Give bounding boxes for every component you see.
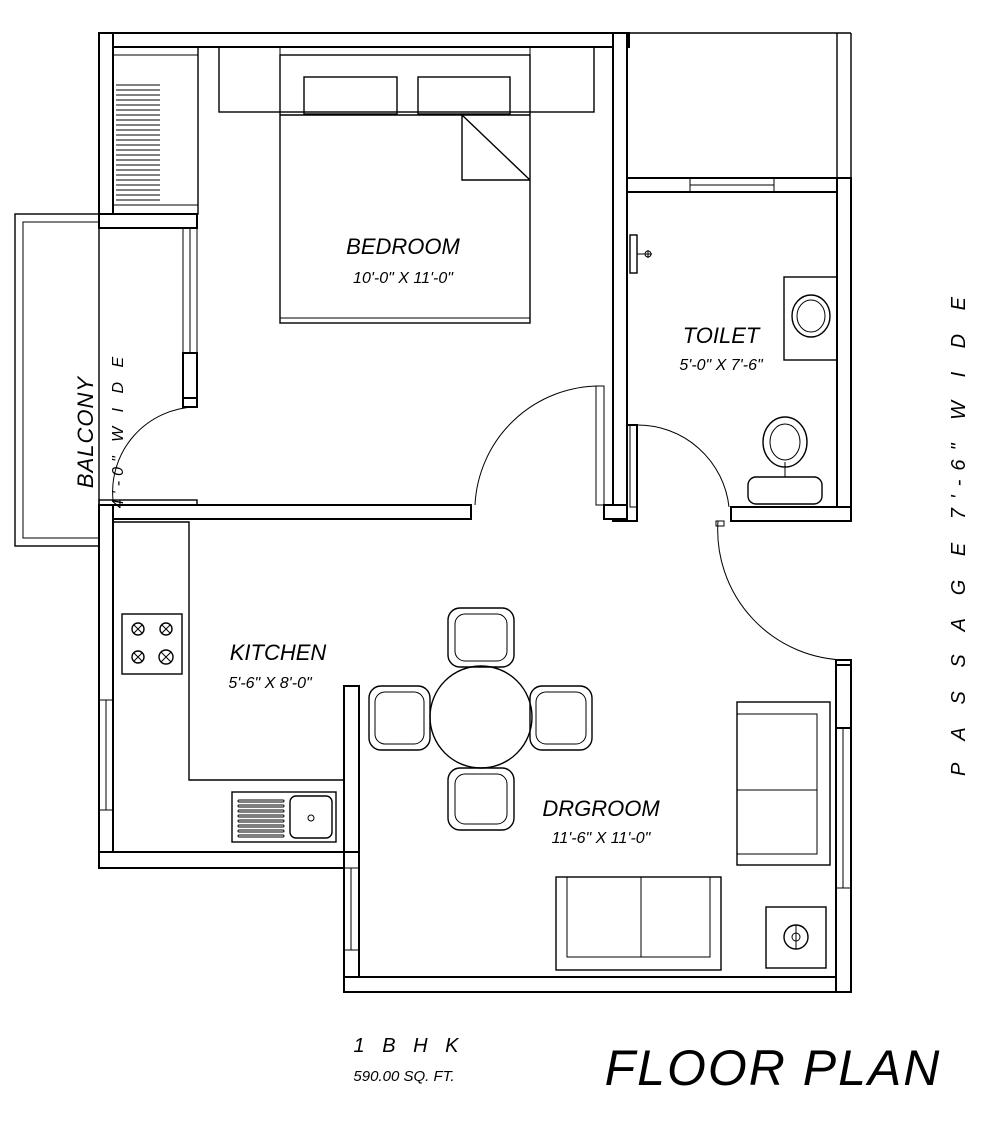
balcony-label: BALCONY [73,376,98,488]
balcony-width: 4'-0" W I D E [110,352,127,508]
balcony [14,213,198,547]
side-table [765,906,827,969]
wardrobe-shelves [116,84,160,201]
passage-label: P A S S A G E 7'-6" W I D E [948,288,970,776]
toilet-label: TOILET [683,323,761,348]
windows [98,177,852,951]
doors [112,385,849,661]
kitchen-counter [113,521,344,843]
drgroom-size: 11'-6" X 11'-0" [552,830,652,847]
toilet-fixtures [629,234,838,505]
bedroom-label: BEDROOM [346,234,460,259]
bedroom-size: 10'-0" X 11'-0" [353,270,454,287]
toilet-size: 5'-0" X 7'-6" [679,357,764,374]
drgroom-label: DRGROOM [542,796,660,821]
dining-set [368,607,593,831]
bed [218,46,595,324]
sofa-right [736,701,831,866]
kitchen-label: KITCHEN [230,640,327,665]
sofa-bottom [555,876,722,971]
sink-drainboard [237,799,285,838]
kitchen-size: 5'-6" X 8'-0" [228,675,313,692]
floor-plan-title: FLOOR PLAN [605,1040,942,1096]
wardrobe [112,46,199,215]
passage-outline [629,32,852,178]
unit-area: 590.00 SQ. FT. [353,1068,454,1085]
walls [98,32,852,993]
unit-type: 1 B H K [354,1035,465,1057]
